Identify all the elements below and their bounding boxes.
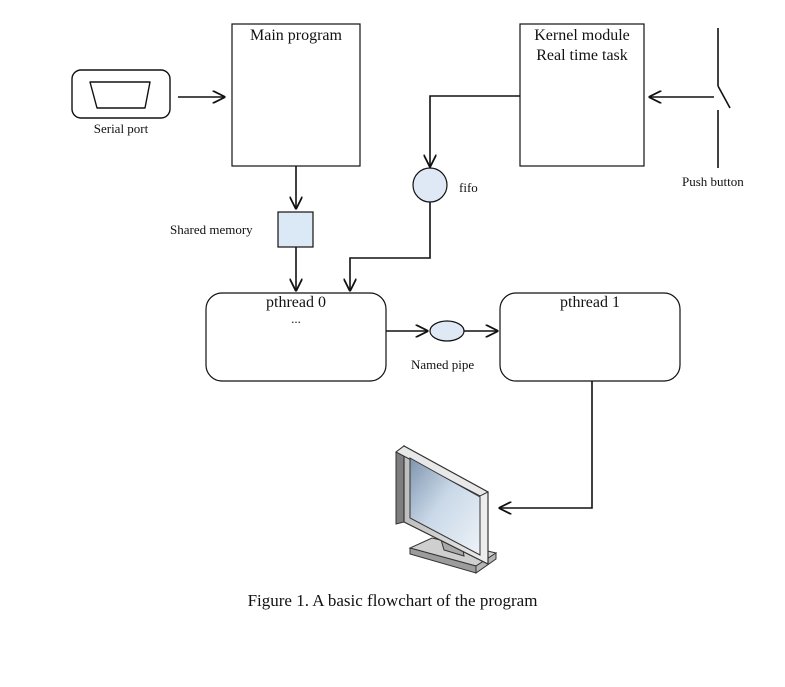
pthread1-to-monitor-arrow: [500, 381, 593, 508]
push-button-label: Push button: [682, 174, 744, 189]
pthread1-label: pthread 1: [560, 294, 620, 311]
pthread1-box: [499, 292, 681, 382]
shared-memory-box: [277, 211, 314, 248]
push-button-icon: [717, 28, 731, 168]
kernel-module-box: [519, 23, 645, 167]
named-pipe-node: [429, 320, 465, 342]
fifo-label: fifo: [459, 180, 478, 195]
shared-memory-label: Shared memory: [170, 222, 253, 237]
monitor-icon: [395, 444, 498, 574]
kernel-module-label: Kernel module: [534, 27, 630, 44]
fifo-node: [412, 167, 448, 203]
pthread0-box: [205, 292, 387, 382]
main-program-label: Main program: [250, 27, 342, 44]
main-program-box: [231, 23, 361, 167]
pthread0-label: pthread 0: [266, 294, 326, 311]
figure-caption: Figure 1. A basic flowchart of the progr…: [247, 591, 538, 610]
named-pipe-label: Named pipe: [411, 357, 475, 372]
serial-port-icon: [71, 69, 171, 119]
serial-port-label: Serial port: [93, 121, 149, 136]
pthread0-ellipsis: ...: [291, 311, 301, 326]
kernel-to-fifo-arrow: [430, 95, 520, 166]
real-time-task-label: Real time task: [536, 47, 628, 64]
fifo-to-pthread0-arrow: [350, 202, 431, 290]
